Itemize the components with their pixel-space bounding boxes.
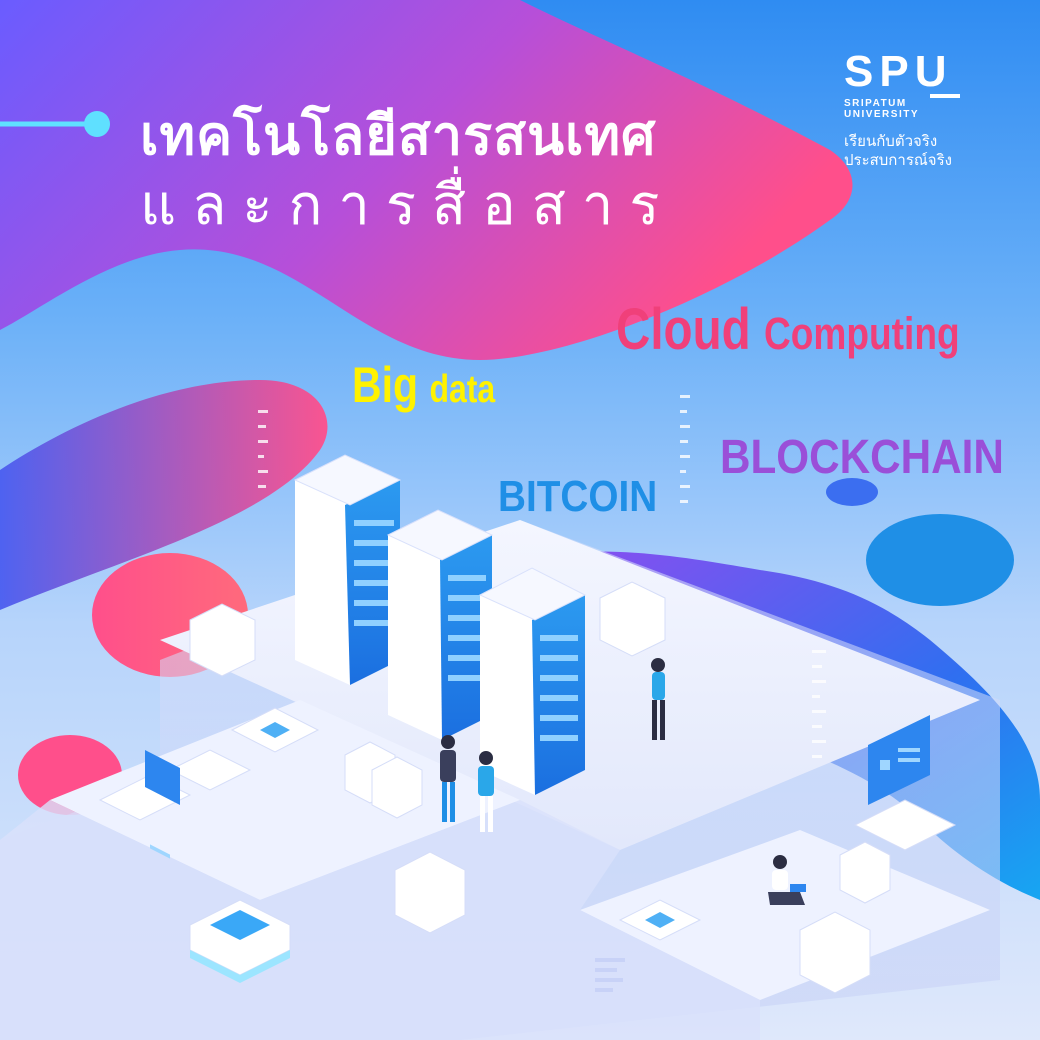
title-line-1: เทคโนโลยีสารสนเทศ xyxy=(140,104,657,167)
keyword-big-b: data xyxy=(429,368,496,411)
logo-tagline: เรียนกับตัวจริง ประสบการณ์จริง xyxy=(844,132,994,170)
logo-university-name: SRIPATUM UNIVERSITY xyxy=(844,98,994,120)
keyword-bitcoin: BITCOIN xyxy=(498,472,658,521)
logo-mark: SPU xyxy=(844,47,953,96)
spu-logo: SPU SRIPATUM UNIVERSITY เรียนกับตัวจริง … xyxy=(844,50,994,170)
logo-tagline-2: ประสบการณ์จริง xyxy=(844,151,952,169)
keyword-cloud-computing: Cloud Computing xyxy=(616,296,960,363)
keyword-blockchain: BLOCKCHAIN xyxy=(720,431,1004,484)
logo-sub-line-1: SRIPATUM xyxy=(844,98,907,109)
keyword-cloud-a: Cloud xyxy=(616,297,751,362)
logo-tagline-1: เรียนกับตัวจริง xyxy=(844,132,938,150)
keyword-big-data: Big data xyxy=(352,356,495,414)
keyword-big-a: Big xyxy=(352,357,419,413)
keyword-cloud-b: Computing xyxy=(763,308,960,359)
title-line-2: และการสื่อสาร xyxy=(140,173,676,238)
logo-underline xyxy=(930,94,960,98)
logo-sub-line-2: UNIVERSITY xyxy=(844,109,920,120)
